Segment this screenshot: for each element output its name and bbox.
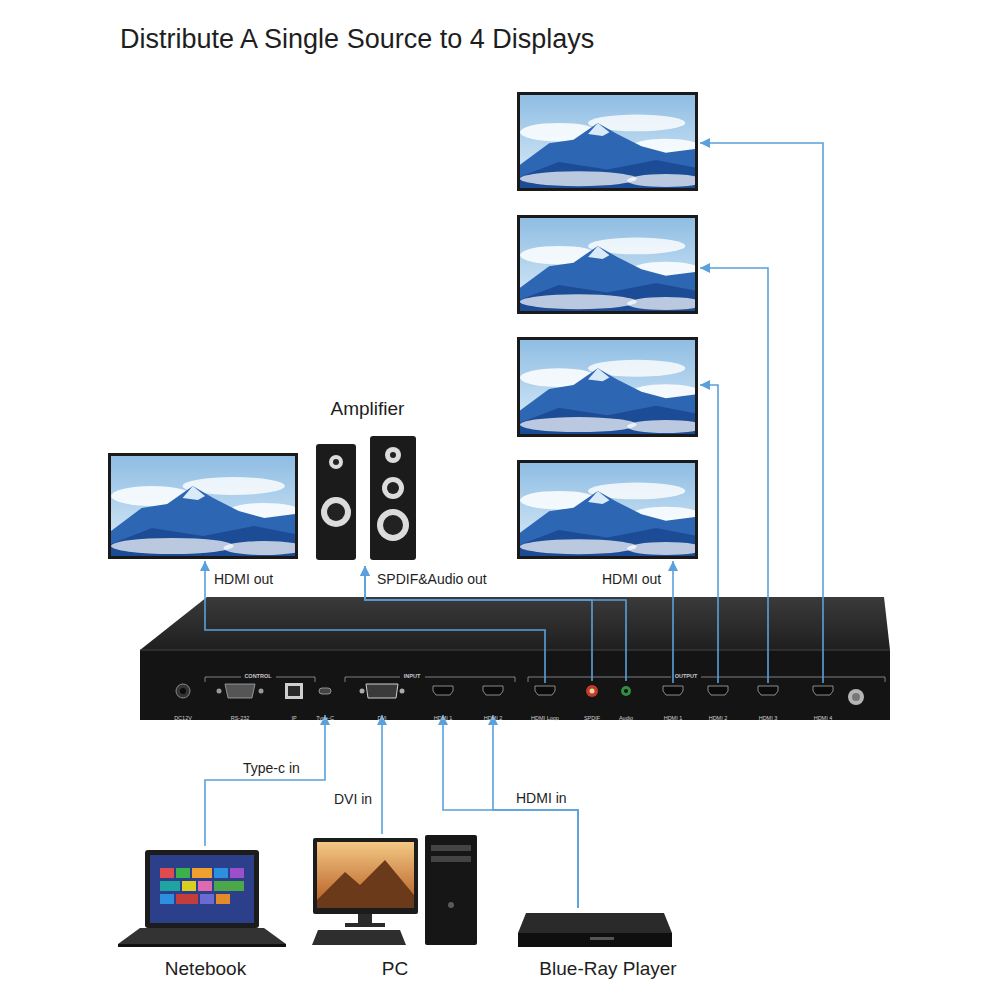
- port-group-label: OUTPUT: [675, 673, 698, 680]
- port-label: HDMI 2: [709, 715, 728, 722]
- port-node: Type-C: [315, 681, 335, 715]
- signal-connector: [381, 715, 383, 834]
- port-node: SPDIF: [583, 681, 602, 715]
- device-name: Amplifier: [331, 398, 405, 420]
- signal-connector: [365, 566, 626, 681]
- port-node: DC12V: [173, 681, 193, 715]
- port-label: Type-C: [316, 715, 334, 722]
- connector-label: SPDIF&Audio out: [376, 571, 488, 588]
- port-group-label: INPUT: [404, 673, 421, 680]
- port-node: HDMI 1: [432, 681, 454, 715]
- output-label: HDMI out: [601, 571, 662, 588]
- amplifier-node: Amplifier: [300, 398, 435, 566]
- signal-connector: [365, 566, 592, 681]
- port-node: HDMI 2: [707, 681, 729, 715]
- port-label: DC12V: [174, 715, 192, 722]
- port-node: HDMI 1: [662, 681, 684, 715]
- port-node: HDMI 3: [757, 681, 779, 715]
- device-name: Netebook: [165, 958, 246, 980]
- port-label: RS-232: [231, 715, 250, 722]
- player-node: Blue-Ray Player: [518, 908, 698, 980]
- port-label: HDMI 1: [664, 715, 683, 722]
- diagram-title: Distribute A Single Source to 4 Displays: [120, 24, 594, 55]
- switch-device: CONTROLINPUTOUTPUTDC12VRS-232IPType-CDVI…: [140, 650, 890, 720]
- port-label: HDMI Loop: [531, 715, 559, 722]
- port-node: DVI: [358, 681, 406, 715]
- port-node: Audio: [618, 681, 635, 715]
- signal-connector: [493, 715, 578, 908]
- connector-label: HDMI in: [515, 790, 568, 807]
- connector-label: DVI in: [333, 791, 373, 808]
- signal-connector: [205, 715, 325, 846]
- port-label: Audio: [619, 715, 633, 722]
- device-name: Blue-Ray Player: [539, 958, 676, 980]
- port-label: IP: [291, 715, 296, 722]
- port-node: IP: [286, 681, 302, 715]
- pc-node: PC: [305, 834, 485, 980]
- port-label: HDMI 1: [434, 715, 453, 722]
- notebook-node: Netebook: [118, 846, 293, 980]
- port-node: HDMI 2: [482, 681, 504, 715]
- port-node: HDMI 4: [812, 681, 834, 715]
- port-node: RS-232: [224, 681, 256, 715]
- port-label: HDMI 3: [759, 715, 778, 722]
- output-label: HDMI out: [213, 571, 274, 588]
- port-label: HDMI 2: [484, 715, 503, 722]
- connector-label: Type-c in: [242, 760, 301, 777]
- port-label: HDMI 4: [814, 715, 833, 722]
- port-label: DVI: [377, 715, 386, 722]
- port-label: SPDIF: [584, 715, 600, 722]
- signal-connector: [443, 715, 578, 908]
- device-name: PC: [382, 958, 408, 980]
- port-group-label: CONTROL: [244, 673, 271, 680]
- port-node: HDMI Loop: [530, 681, 560, 715]
